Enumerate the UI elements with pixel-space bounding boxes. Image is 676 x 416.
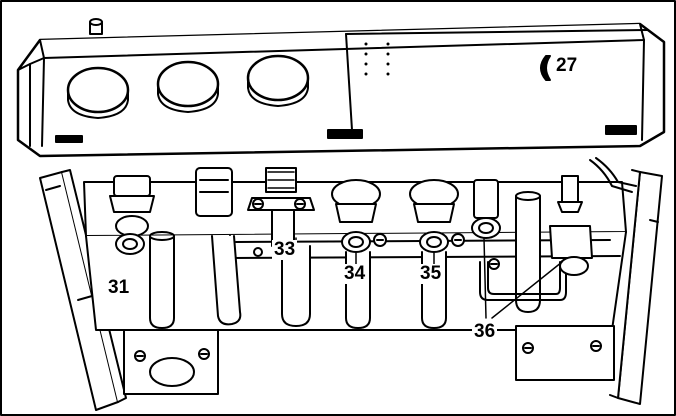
control-housing — [16, 18, 666, 158]
label-31: 31 — [106, 277, 132, 298]
clip-icon — [540, 55, 551, 81]
screw-icon — [488, 258, 500, 270]
pipe-icon — [149, 231, 175, 329]
valve-icon — [109, 175, 155, 255]
label-36: 36 — [472, 321, 498, 342]
right-side-plate — [609, 169, 663, 405]
clip-icon — [589, 157, 637, 193]
valve-icon — [331, 179, 381, 253]
valve-icon — [195, 167, 233, 217]
label-33: 33 — [272, 239, 298, 260]
valve-icon — [471, 179, 501, 239]
screw-icon — [252, 198, 264, 210]
knob-icon — [156, 60, 220, 113]
pipe-icon — [281, 245, 311, 327]
label-27: 27 — [554, 55, 580, 76]
screw-icon — [294, 198, 306, 210]
screw-icon — [253, 247, 263, 257]
knob-icon — [66, 66, 130, 119]
screw-group — [252, 198, 500, 270]
pipe-icon — [211, 235, 242, 326]
label-34: 34 — [342, 263, 368, 284]
bracket-icon — [515, 325, 615, 381]
bracket-icon — [123, 329, 219, 395]
knob-group — [66, 54, 310, 119]
label-35: 35 — [418, 263, 444, 284]
valve-group — [109, 157, 637, 276]
knob-icon — [246, 54, 310, 107]
valve-icon — [549, 225, 593, 276]
screw-icon — [373, 233, 387, 247]
pipe-icon — [515, 191, 541, 313]
valve-icon — [557, 175, 583, 213]
valve-icon — [409, 179, 459, 253]
screw-icon — [451, 233, 465, 247]
loop-pipe — [479, 261, 567, 301]
